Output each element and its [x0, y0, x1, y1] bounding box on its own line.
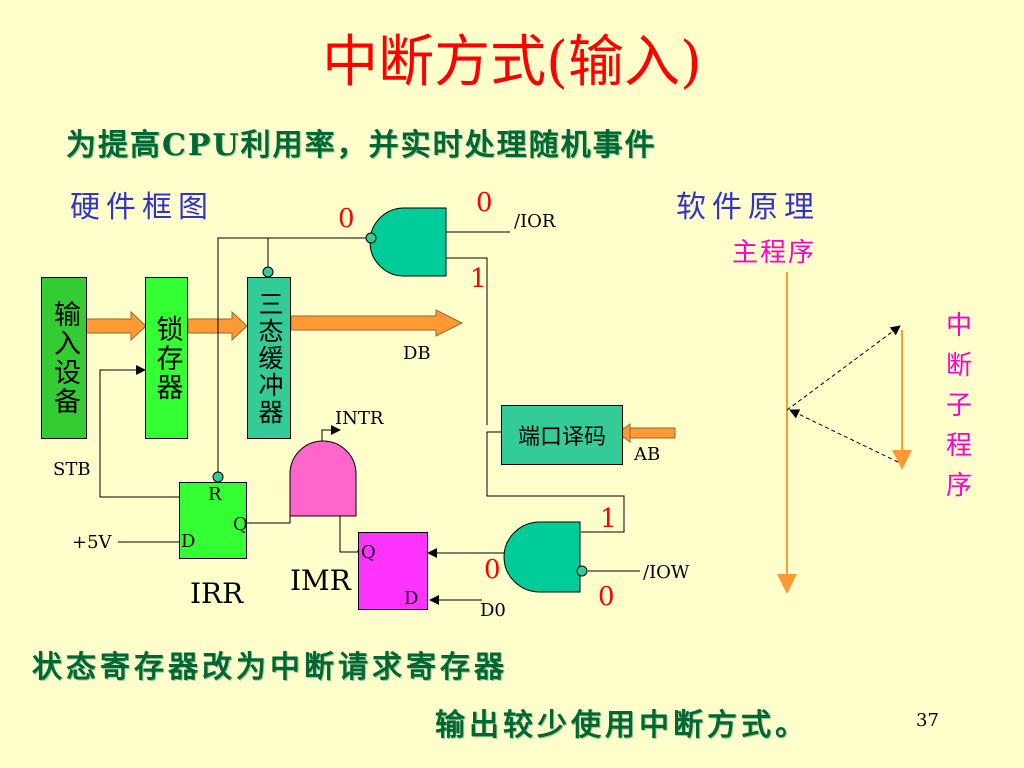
vcc-label: +5V — [72, 532, 112, 553]
note-output-interrupt: 输出较少使用中断方式。 — [435, 708, 809, 743]
input-device-box: 输入设备 — [41, 277, 87, 439]
slide-subtitle: 为提高CPU利用率，并实时处理随机事件 — [66, 128, 657, 163]
ior-label: /IOR — [514, 211, 556, 232]
data-arrows — [85, 309, 676, 443]
imr-label: IMR — [290, 564, 351, 597]
interrupt-program-label: 中断子程序 — [945, 311, 972, 501]
stb-label: STB — [53, 459, 91, 480]
main-program-label: 主程序 — [732, 238, 817, 268]
ab-label: AB — [634, 444, 661, 465]
wires — [99, 231, 640, 605]
irr-box — [179, 482, 247, 559]
db-label: DB — [403, 343, 431, 364]
arrow-ab-bar — [622, 427, 676, 439]
irr-d-label: D — [181, 531, 196, 552]
level-iow-gate-out: 0 — [598, 582, 615, 612]
irr-reset-bubble — [212, 471, 224, 483]
imr-box — [358, 532, 428, 610]
level-ior-decoder-in: 1 — [470, 264, 487, 294]
note-status-register: 状态寄存器改为中断请求寄存器 — [32, 650, 508, 685]
slide-title: 中断方式(输入) — [322, 30, 702, 95]
imr-d-label: D — [404, 588, 419, 609]
tristate-buffer-box: 三态缓冲器 — [247, 277, 291, 439]
arrow-device-to-latch — [85, 310, 147, 342]
irr-q-label: Q — [233, 514, 248, 535]
software-flow — [777, 272, 912, 594]
d0-label: D0 — [480, 600, 506, 621]
page-number: 37 — [916, 710, 939, 731]
intr-label: INTR — [335, 408, 384, 429]
latch-box: 锁存器 — [145, 277, 188, 439]
iow-label: /IOW — [643, 562, 690, 583]
arrow-ab-head — [617, 423, 631, 443]
intr-and-gate — [289, 440, 357, 517]
level-ior-gate-in: 0 — [338, 204, 355, 234]
irr-r-label: R — [208, 484, 222, 505]
hardware-heading: 硬件框图 — [70, 190, 214, 225]
irr-label: IRR — [190, 577, 244, 610]
imr-q-label: Q — [361, 542, 376, 563]
level-iow-decoder-in: 1 — [600, 504, 617, 534]
ior-and-gate — [365, 207, 447, 277]
level-iow-gate-in-top: 0 — [484, 555, 501, 585]
iow-and-gate — [503, 521, 588, 593]
port-decoder-box: 端口译码 — [501, 405, 623, 465]
level-ior-gate-out: 0 — [476, 188, 493, 218]
software-heading: 软件原理 — [676, 190, 820, 225]
buffer-enable-bubble — [262, 266, 274, 278]
arrow-buffer-to-db — [290, 309, 464, 337]
